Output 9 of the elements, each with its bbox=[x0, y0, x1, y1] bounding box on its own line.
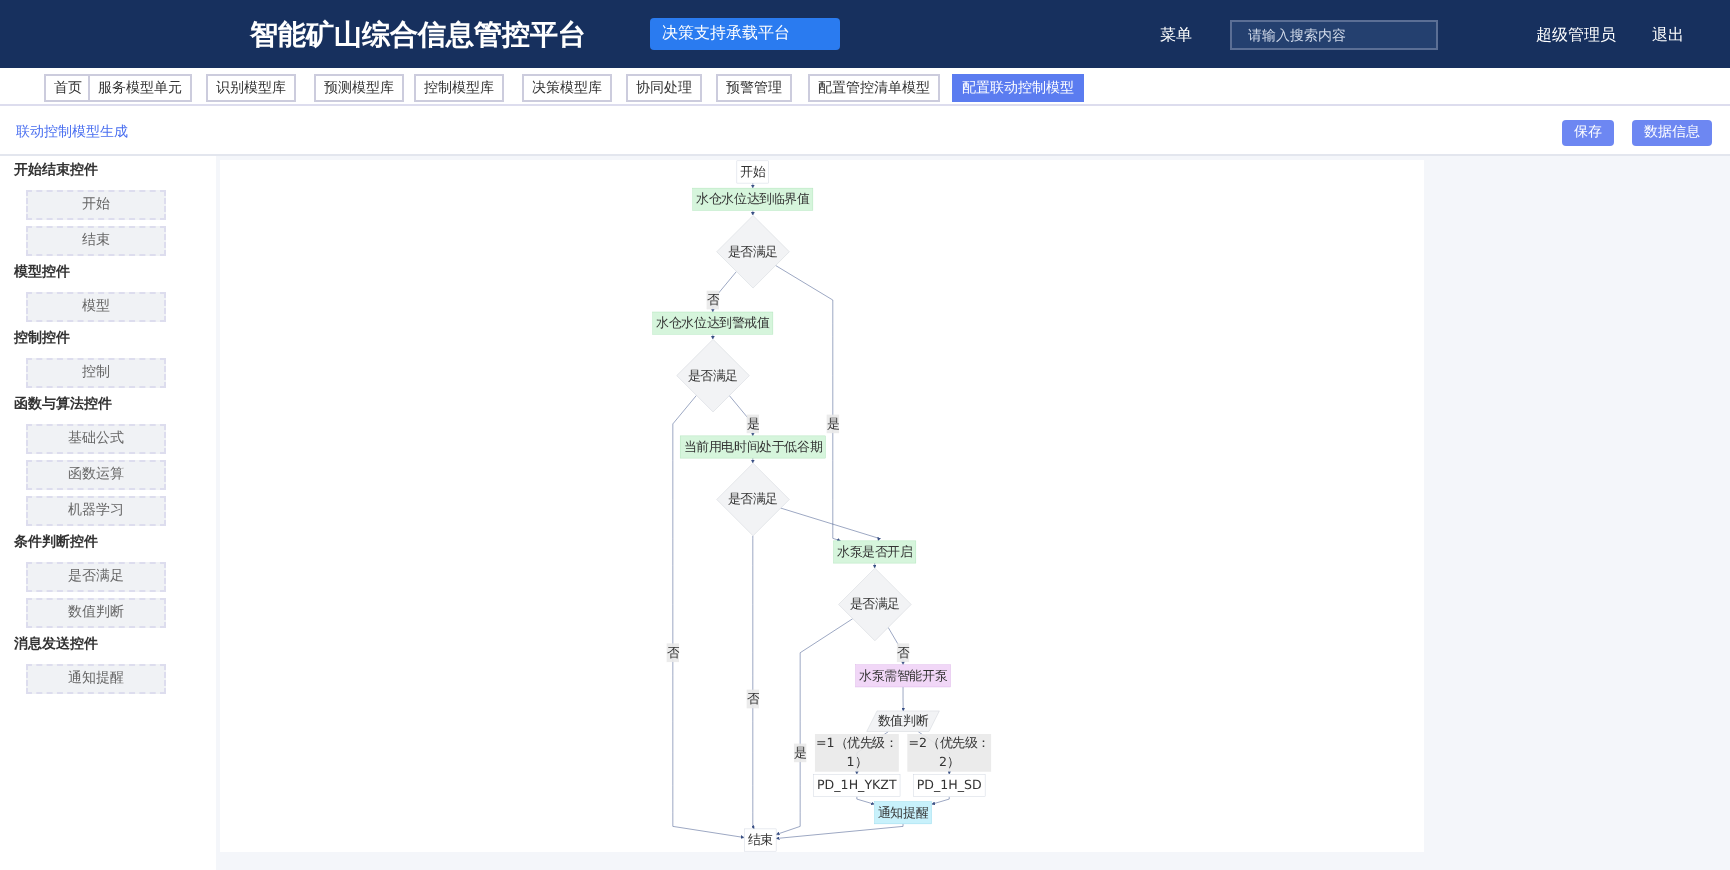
arrow bbox=[711, 334, 715, 340]
menu-selector: 菜单 bbox=[1160, 24, 1192, 46]
platform-dropdown: 决策支持承载平台 bbox=[650, 18, 840, 50]
logout-link: 退出 bbox=[1652, 24, 1684, 46]
user-menu: 超级管理员 bbox=[1536, 24, 1616, 46]
arrow bbox=[750, 182, 755, 189]
arrow bbox=[872, 562, 877, 569]
page-title: 智能矿山综合信息管控平台 bbox=[250, 18, 586, 54]
arrow bbox=[750, 457, 755, 464]
